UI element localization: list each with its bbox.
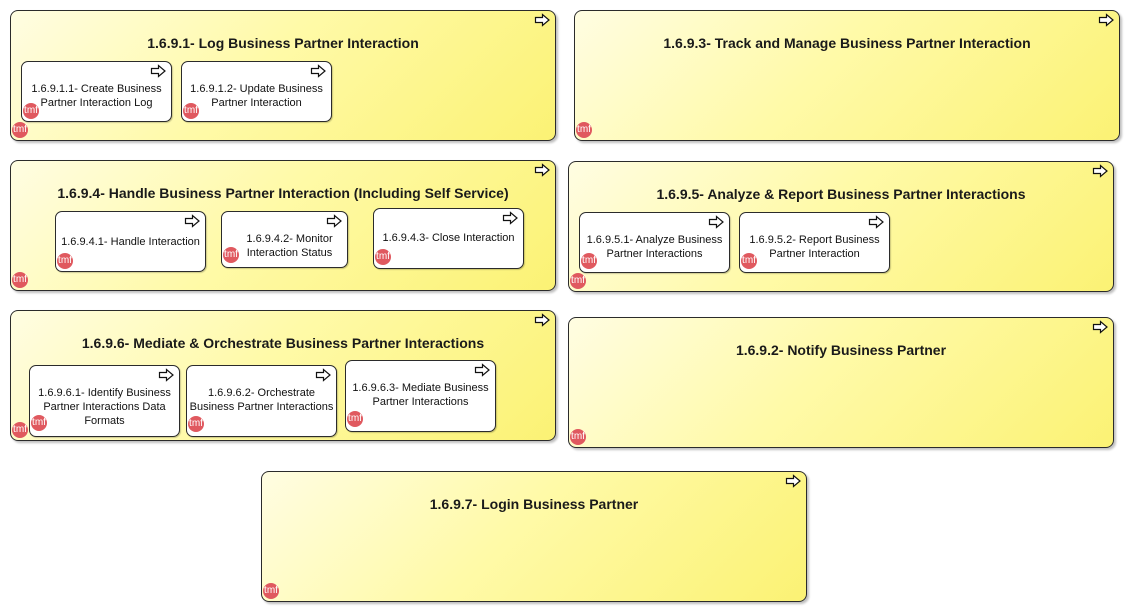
process-arrow-icon xyxy=(502,211,519,225)
process-arrow-icon xyxy=(150,64,167,78)
group-login-business-partner[interactable]: 1.6.9.7- Login Business Partner tmf xyxy=(261,471,807,602)
group-handle-business-partner-interaction[interactable]: 1.6.9.4- Handle Business Partner Interac… xyxy=(10,160,556,291)
group-title: 1.6.9.6- Mediate & Orchestrate Business … xyxy=(81,335,485,351)
child-handle-interaction[interactable]: 1.6.9.4.1- Handle Interaction tmf xyxy=(55,211,206,272)
child-label: 1.6.9.5.2- Report Business Partner Inter… xyxy=(749,234,880,260)
tmf-badge-icon: tmf xyxy=(12,272,28,288)
child-mediate-business-partner-interactions[interactable]: 1.6.9.6.3- Mediate Business Partner Inte… xyxy=(345,360,496,432)
child-label: 1.6.9.6.1- Identify Business Partner Int… xyxy=(38,387,171,427)
group-notify-business-partner[interactable]: 1.6.9.2- Notify Business Partner tmf xyxy=(568,317,1114,448)
tmf-badge-icon: tmf xyxy=(263,583,279,599)
process-arrow-icon xyxy=(785,474,802,488)
child-label: 1.6.9.6.3- Mediate Business Partner Inte… xyxy=(352,382,489,408)
tmf-badge-icon: tmf xyxy=(576,122,592,138)
child-label: 1.6.9.1.1- Create Business Partner Inter… xyxy=(31,83,162,109)
child-identify-business-partner-interactions-data-formats[interactable]: 1.6.9.6.1- Identify Business Partner Int… xyxy=(29,365,180,437)
child-close-interaction[interactable]: 1.6.9.4.3- Close Interaction tmf xyxy=(373,208,524,269)
tmf-badge-icon: tmf xyxy=(188,416,204,432)
child-label: 1.6.9.4.2- Monitor Interaction Status xyxy=(246,233,333,259)
process-arrow-icon xyxy=(1098,13,1115,27)
child-label: 1.6.9.4.1- Handle Interaction xyxy=(61,236,200,248)
tmf-badge-icon: tmf xyxy=(223,247,239,263)
group-title: 1.6.9.4- Handle Business Partner Interac… xyxy=(57,185,509,201)
process-arrow-icon xyxy=(708,215,725,229)
group-title: 1.6.9.5- Analyze & Report Business Partn… xyxy=(656,186,1026,202)
tmf-badge-icon: tmf xyxy=(12,422,28,438)
tmf-badge-icon: tmf xyxy=(183,103,199,119)
tmf-badge-icon: tmf xyxy=(31,415,47,431)
process-arrow-icon xyxy=(474,363,491,377)
group-log-business-partner-interaction[interactable]: 1.6.9.1- Log Business Partner Interactio… xyxy=(10,10,556,141)
group-title: 1.6.9.3- Track and Manage Business Partn… xyxy=(663,35,1031,51)
process-arrow-icon xyxy=(868,215,885,229)
group-mediate-and-orchestrate-business-partner-interactions[interactable]: 1.6.9.6- Mediate & Orchestrate Business … xyxy=(10,310,556,441)
tmf-badge-icon: tmf xyxy=(23,103,39,119)
tmf-badge-icon: tmf xyxy=(347,411,363,427)
tmf-badge-icon: tmf xyxy=(581,253,597,269)
process-arrow-icon xyxy=(326,214,343,228)
process-arrow-icon xyxy=(1092,164,1109,178)
child-label: 1.6.9.5.1- Analyze Business Partner Inte… xyxy=(586,234,723,260)
child-orchestrate-business-partner-interactions[interactable]: 1.6.9.6.2- Orchestrate Business Partner … xyxy=(186,365,337,437)
tmf-badge-icon: tmf xyxy=(570,429,586,445)
process-arrow-icon xyxy=(534,13,551,27)
process-arrow-icon xyxy=(310,64,327,78)
child-label: 1.6.9.6.2- Orchestrate Business Partner … xyxy=(189,387,334,413)
tmf-badge-icon: tmf xyxy=(570,273,586,289)
process-arrow-icon xyxy=(184,214,201,228)
group-title: 1.6.9.1- Log Business Partner Interactio… xyxy=(147,35,419,51)
group-title: 1.6.9.7- Login Business Partner xyxy=(429,496,639,512)
process-arrow-icon xyxy=(1092,320,1109,334)
child-create-business-partner-interaction-log[interactable]: 1.6.9.1.1- Create Business Partner Inter… xyxy=(21,61,172,122)
child-label: 1.6.9.4.3- Close Interaction xyxy=(382,232,515,244)
tmf-badge-icon: tmf xyxy=(12,122,28,138)
child-update-business-partner-interaction[interactable]: 1.6.9.1.2- Update Business Partner Inter… xyxy=(181,61,332,122)
child-label: 1.6.9.1.2- Update Business Partner Inter… xyxy=(190,83,323,109)
child-report-business-partner-interaction[interactable]: 1.6.9.5.2- Report Business Partner Inter… xyxy=(739,212,890,273)
group-track-and-manage-business-partner-interaction[interactable]: 1.6.9.3- Track and Manage Business Partn… xyxy=(574,10,1120,141)
process-arrow-icon xyxy=(534,313,551,327)
tmf-badge-icon: tmf xyxy=(741,253,757,269)
process-arrow-icon xyxy=(158,368,175,382)
tmf-badge-icon: tmf xyxy=(57,253,73,269)
tmf-badge-icon: tmf xyxy=(375,249,391,265)
child-monitor-interaction-status[interactable]: 1.6.9.4.2- Monitor Interaction Status tm… xyxy=(221,211,348,268)
group-title: 1.6.9.2- Notify Business Partner xyxy=(735,342,947,358)
group-analyze-and-report-business-partner-interactions[interactable]: 1.6.9.5- Analyze & Report Business Partn… xyxy=(568,161,1114,292)
process-arrow-icon xyxy=(315,368,332,382)
process-arrow-icon xyxy=(534,163,551,177)
child-analyze-business-partner-interactions[interactable]: 1.6.9.5.1- Analyze Business Partner Inte… xyxy=(579,212,730,273)
